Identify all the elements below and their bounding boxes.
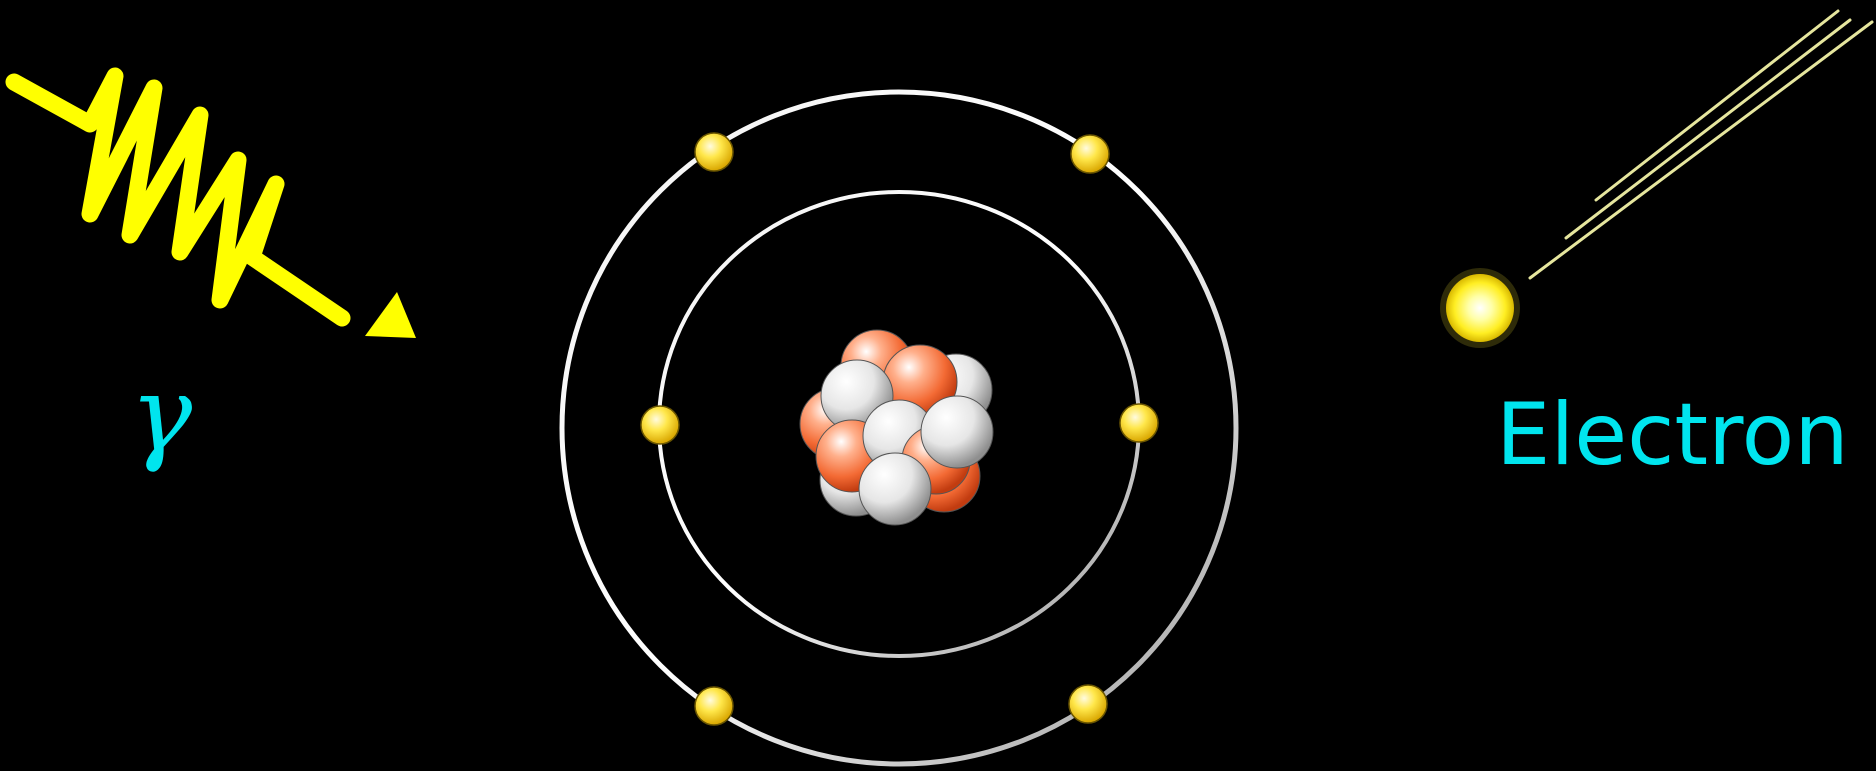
orbital-electron bbox=[1069, 685, 1107, 723]
neutron bbox=[859, 453, 931, 525]
free-electron-glowing-ball-icon bbox=[1440, 11, 1872, 348]
orbital-electron bbox=[1071, 135, 1109, 173]
gamma-label: γ bbox=[130, 353, 193, 475]
orbital-electron bbox=[1120, 404, 1158, 442]
electron-motion-trail bbox=[1530, 11, 1872, 278]
orbital-electron bbox=[641, 406, 679, 444]
photon-wavy-arrow-icon bbox=[14, 76, 416, 338]
electron-label: Electron bbox=[1496, 385, 1849, 485]
photon-wave-path bbox=[14, 76, 342, 318]
neutron bbox=[921, 396, 993, 468]
nucleus bbox=[800, 330, 993, 525]
orbital-electron bbox=[695, 133, 733, 171]
orbital-electron bbox=[695, 687, 733, 725]
photon-arrowhead bbox=[365, 292, 416, 338]
free-electron bbox=[1446, 274, 1514, 342]
atom bbox=[562, 92, 1236, 764]
